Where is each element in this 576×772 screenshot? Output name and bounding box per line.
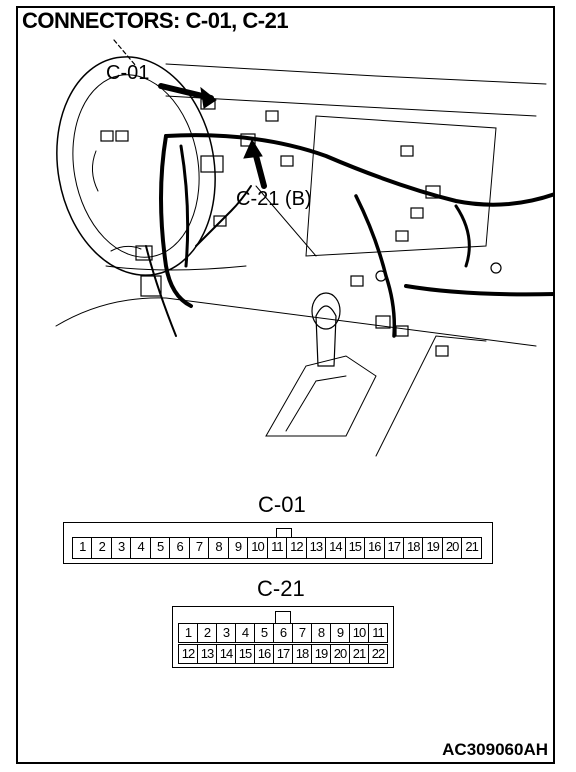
- pin-17: 17: [385, 538, 404, 558]
- pin-1: 1: [179, 624, 198, 642]
- connector-c01-key: [276, 528, 292, 538]
- pin-6: 6: [274, 624, 293, 642]
- figure-id: AC309060AH: [442, 740, 548, 759]
- pin-1: 1: [73, 538, 93, 558]
- pin-8: 8: [209, 538, 229, 558]
- pin-2: 2: [198, 624, 217, 642]
- pin-9: 9: [331, 624, 350, 642]
- pin-16: 16: [255, 645, 274, 663]
- pin-13: 13: [198, 645, 217, 663]
- pin-7: 7: [293, 624, 312, 642]
- dashboard-harness-illustration: [55, 39, 555, 457]
- pin-15: 15: [346, 538, 366, 558]
- callout-c01: C-01: [106, 62, 150, 84]
- pin-11: 11: [372, 625, 385, 640]
- pin-22: 22: [371, 646, 385, 661]
- pin-19: 19: [423, 538, 443, 558]
- diagram-title: CONNECTORS: C-01, C-21: [22, 8, 289, 33]
- pin-12: 12: [179, 645, 198, 663]
- connector-c21-label: C-21: [257, 576, 305, 601]
- pin-3: 3: [112, 538, 132, 558]
- connector-c01-label: C-01: [258, 492, 306, 517]
- pin-15: 15: [236, 645, 255, 663]
- pin-6: 6: [170, 538, 190, 558]
- connector-c21-key: [275, 611, 291, 623]
- pin-5: 5: [151, 538, 171, 558]
- diagram-frame: [16, 6, 555, 764]
- pin-21: 21: [465, 539, 478, 554]
- pin-5: 5: [255, 624, 274, 642]
- pin-18: 18: [404, 538, 424, 558]
- pin-20: 20: [443, 538, 463, 558]
- pin-4: 4: [236, 624, 255, 642]
- pin-11: 11: [268, 538, 288, 558]
- callout-c21b: C-21 (B): [236, 188, 312, 210]
- pin-21: 21: [350, 645, 369, 663]
- pin-20: 20: [331, 645, 350, 663]
- pin-9: 9: [229, 538, 249, 558]
- pin-18: 18: [293, 645, 312, 663]
- pin-8: 8: [312, 624, 331, 642]
- pin-10: 10: [248, 538, 268, 558]
- pin-16: 16: [365, 538, 385, 558]
- pin-4: 4: [131, 538, 151, 558]
- pin-19: 19: [312, 645, 331, 663]
- pin-17: 17: [274, 645, 293, 663]
- pin-2: 2: [92, 538, 112, 558]
- pin-10: 10: [350, 624, 369, 642]
- pin-14: 14: [326, 538, 346, 558]
- pin-12: 12: [287, 538, 307, 558]
- pin-7: 7: [190, 538, 210, 558]
- pin-14: 14: [217, 645, 236, 663]
- pin-13: 13: [307, 538, 327, 558]
- pin-3: 3: [217, 624, 236, 642]
